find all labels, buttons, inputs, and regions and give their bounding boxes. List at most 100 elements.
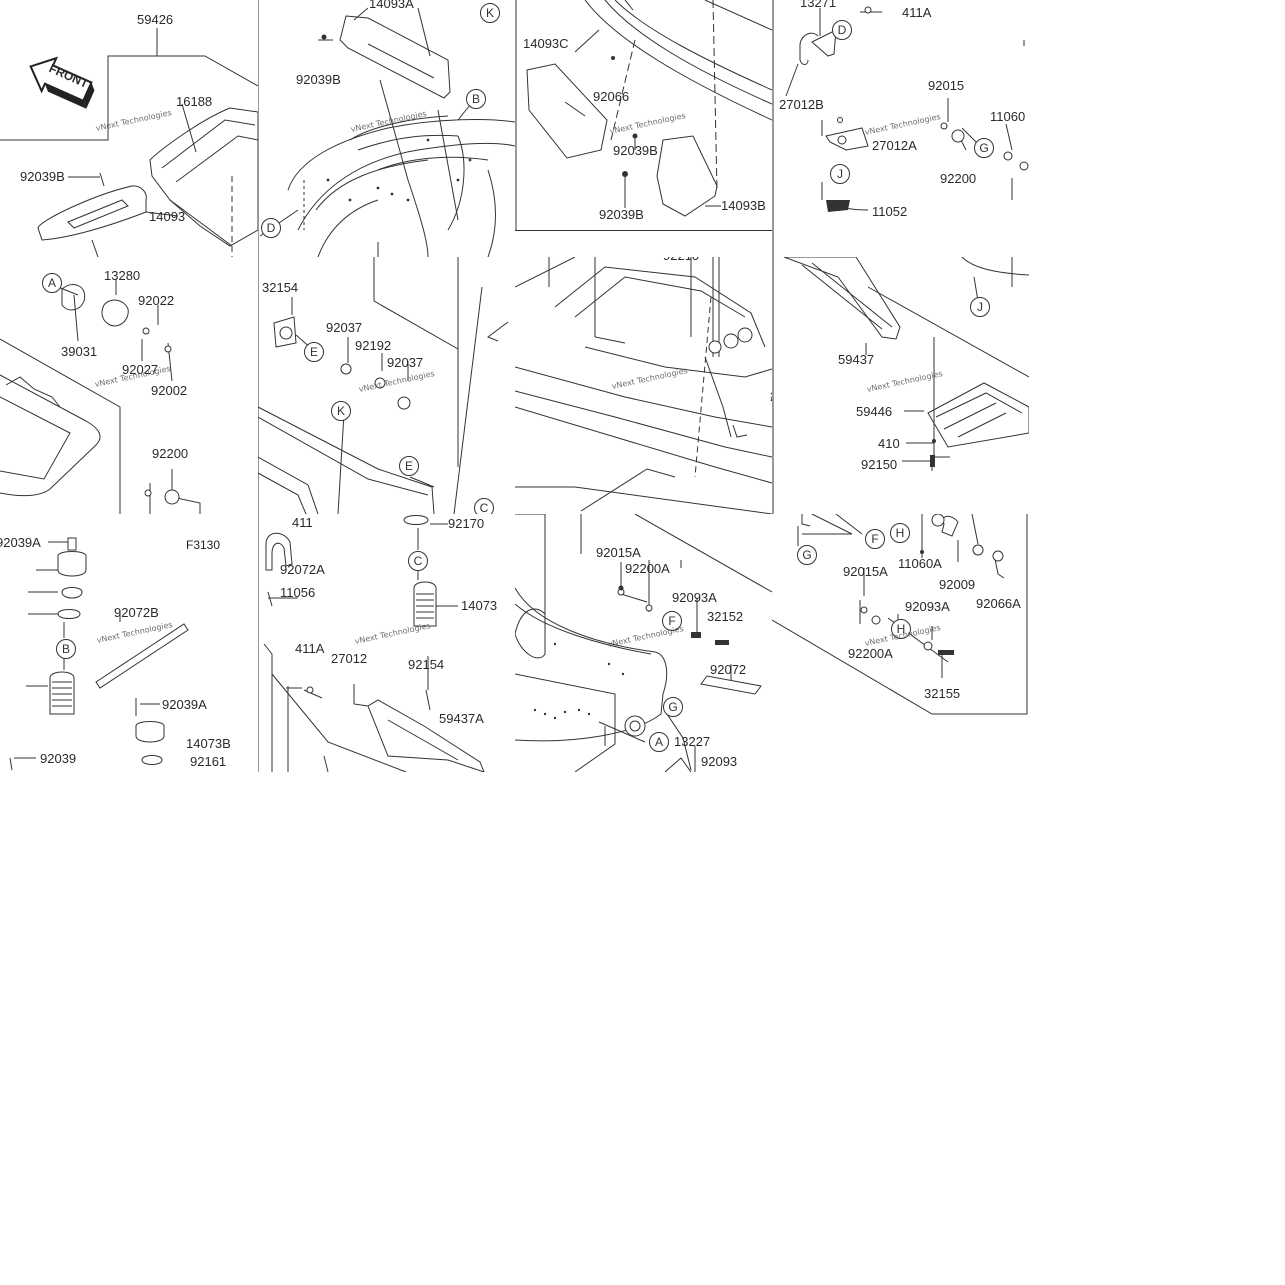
callout-letter: A xyxy=(649,732,669,752)
part-label[interactable]: 92093 xyxy=(701,754,738,769)
part-label[interactable]: 39031 xyxy=(61,344,98,359)
callout-letter: K xyxy=(331,401,351,421)
part-label[interactable]: 59426 xyxy=(137,12,174,27)
part-label[interactable]: 14093B xyxy=(721,198,766,213)
hose-drawing xyxy=(258,257,509,514)
bailer-drawing xyxy=(772,514,1028,715)
part-label[interactable]: 27012 xyxy=(331,651,368,666)
part-label[interactable]: 92161 xyxy=(190,754,227,769)
tile-hose-clamps: 32154 92037 92192 92037 E K E C vNext Te… xyxy=(258,257,515,514)
part-label[interactable]: 13271 xyxy=(800,0,837,10)
part-label[interactable]: 32155 xyxy=(924,686,961,701)
part-label[interactable]: 92066A xyxy=(976,596,1021,611)
part-label[interactable]: 92200A xyxy=(848,646,893,661)
callout-letter: E xyxy=(304,342,324,362)
part-label[interactable]: 92015A xyxy=(843,564,888,579)
part-label[interactable]: 92027 xyxy=(122,362,159,377)
part-label[interactable]: 92009 xyxy=(939,577,976,592)
part-label[interactable]: 27012A xyxy=(872,138,917,153)
front-arrow-icon xyxy=(29,56,95,109)
part-label[interactable]: 92015 xyxy=(928,78,965,93)
callout-letter: K xyxy=(480,3,500,23)
part-label[interactable]: 59437 xyxy=(838,352,875,367)
part-label[interactable]: 11060A xyxy=(898,556,942,571)
part-label[interactable]: 14073 xyxy=(461,598,498,613)
callout-letter: C xyxy=(474,498,494,514)
stern-drawing xyxy=(515,514,772,772)
part-label[interactable]: 13227 xyxy=(674,734,711,749)
part-label[interactable]: 11052 xyxy=(872,204,908,219)
part-label[interactable]: 92093A xyxy=(672,590,717,605)
part-label[interactable]: 27012 xyxy=(770,390,772,403)
latch-drawing xyxy=(772,0,1029,257)
part-label[interactable]: 16188 xyxy=(176,94,213,109)
part-label[interactable]: 411 xyxy=(292,515,313,530)
callout-letter: H xyxy=(890,523,910,543)
part-label[interactable]: 92192 xyxy=(355,338,392,353)
callout-letter: D xyxy=(832,20,852,40)
covers-drawing xyxy=(515,0,772,230)
part-label[interactable]: 411A xyxy=(295,641,325,656)
part-label[interactable]: 92200 xyxy=(940,171,977,186)
part-label[interactable]: 13280 xyxy=(104,268,141,283)
tile-deck-upper-left: 14093A 92039B 92015 K B D vNext Technolo… xyxy=(258,0,515,257)
tile-hull-center: 92210 27012 vNext Technologies xyxy=(515,257,772,514)
part-label[interactable]: 410 xyxy=(878,436,900,451)
part-label[interactable]: 92039A xyxy=(0,535,41,550)
callout-letter: J xyxy=(830,164,850,184)
part-label[interactable]: 92002 xyxy=(151,383,188,398)
tile-covers: 14093C 92066 92039B 92039B 14093B vNext … xyxy=(515,0,772,231)
part-label[interactable]: 14093 xyxy=(149,209,186,224)
callout-letter: G xyxy=(663,697,683,717)
tile-drain-cap: 13280 92022 39031 92027 92002 92200 A vN… xyxy=(0,257,258,514)
drain-drawing xyxy=(0,279,201,514)
part-label[interactable]: 92200A xyxy=(625,561,670,576)
part-label[interactable]: 92066 xyxy=(593,89,630,104)
callout-letter: A xyxy=(42,273,62,293)
hose-center-drawing xyxy=(258,514,485,772)
part-label[interactable]: 92210 xyxy=(663,257,699,262)
part-label[interactable]: 59437A xyxy=(439,711,484,726)
part-label[interactable]: 92150 xyxy=(861,457,898,472)
tile-mat-grates: 59437 59446 410 92150 J vNext Technologi… xyxy=(772,257,1029,514)
hull-center-drawing xyxy=(515,257,772,514)
part-label[interactable]: 92039B xyxy=(599,207,644,222)
part-label[interactable]: 14073B xyxy=(186,736,231,751)
part-label[interactable]: 92015A xyxy=(596,545,641,560)
tile-hose-left: 92039A F3130 92072B 92039A 14073B 92161 … xyxy=(0,514,258,772)
part-label[interactable]: 92039 xyxy=(40,751,77,766)
part-label[interactable]: 14093A xyxy=(369,0,414,11)
part-label[interactable]: 92022 xyxy=(138,293,175,308)
part-label[interactable]: 32152 xyxy=(707,609,744,624)
part-label[interactable]: 92037 xyxy=(387,355,424,370)
callout-letter: D xyxy=(261,218,281,238)
part-label[interactable]: 59446 xyxy=(856,404,893,419)
part-label[interactable]: 92093A xyxy=(905,599,950,614)
callout-letter: C xyxy=(408,551,428,571)
part-label[interactable]: 92170 xyxy=(448,516,485,531)
tile-front-storage-lid: FRONT 59426 16188 92039B 14093 vNext Tec… xyxy=(0,0,258,257)
callout-letter: B xyxy=(56,639,76,659)
part-label[interactable]: 11056 xyxy=(280,585,316,600)
tile-bailer-valves: 11060A 92009 92066A 92015A 92093A 92200A… xyxy=(772,514,1029,716)
tile-stern-plugs: 92015A 92200A 92093A 32152 92072 13227 9… xyxy=(515,514,772,772)
part-label[interactable]: 92039B xyxy=(296,72,341,87)
part-label[interactable]: 32154 xyxy=(262,280,299,295)
part-label[interactable]: 92154 xyxy=(408,657,445,672)
deck-drawing xyxy=(258,0,515,257)
part-label[interactable]: 92039B xyxy=(613,143,658,158)
hose-left-drawing xyxy=(9,537,189,771)
part-label[interactable]: 11060 xyxy=(990,109,1026,124)
part-label[interactable]: 411A xyxy=(902,5,932,20)
part-label[interactable]: 92037 xyxy=(326,320,363,335)
part-label[interactable]: 27012B xyxy=(779,97,824,112)
callout-letter: B xyxy=(466,89,486,109)
part-label[interactable]: 14093C xyxy=(523,36,569,51)
part-label[interactable]: 92072 xyxy=(710,662,747,677)
part-label[interactable]: 92039A xyxy=(162,697,207,712)
part-label[interactable]: 92072B xyxy=(114,605,159,620)
part-label[interactable]: 92039B xyxy=(20,169,65,184)
part-label[interactable]: 92072A xyxy=(280,562,325,577)
part-label[interactable]: 92200 xyxy=(152,446,189,461)
callout-letter: E xyxy=(399,456,419,476)
